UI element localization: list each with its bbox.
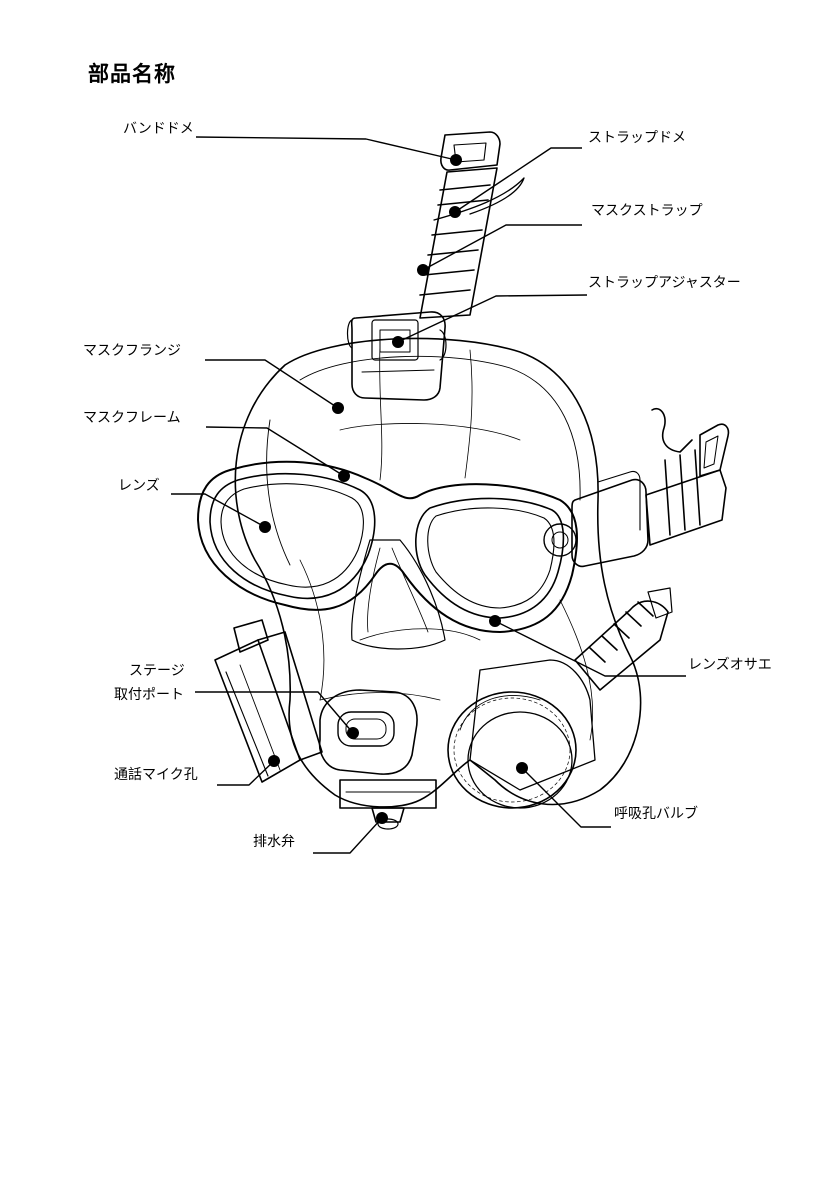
label-lens-retainer: レンズオサエ bbox=[688, 656, 772, 674]
leader-mask-strap bbox=[423, 225, 582, 270]
drain-valve-shape bbox=[340, 780, 436, 829]
mask-body bbox=[235, 338, 640, 807]
label-mask-frame: マスクフレーム bbox=[83, 409, 181, 427]
dot-drain-valve bbox=[376, 812, 388, 824]
nose-pocket bbox=[352, 540, 445, 649]
breathing-valve-shape bbox=[448, 660, 595, 808]
label-drain-valve: 排水弁 bbox=[253, 833, 295, 851]
label-strap-adjuster: ストラップアジャスター bbox=[588, 274, 741, 292]
leader-comm-mic bbox=[217, 761, 274, 785]
dot-lens-retainer bbox=[489, 615, 501, 627]
label-band-stopper: バンドドメ bbox=[123, 120, 194, 138]
label-stage-port-line1: ステージ bbox=[129, 662, 185, 680]
label-breathing-valve: 呼吸孔バルブ bbox=[614, 805, 698, 823]
leader-drain-valve bbox=[313, 818, 382, 853]
leader-strap-stopper bbox=[455, 148, 582, 212]
label-stage-port-line2: 取付ポート bbox=[114, 686, 184, 704]
comm-mic-housing bbox=[215, 620, 322, 782]
dot-stage-port bbox=[347, 727, 359, 739]
leader-strap-adjuster bbox=[398, 295, 587, 342]
dot-lens bbox=[259, 521, 271, 533]
dot-strap-adjuster bbox=[392, 336, 404, 348]
label-comm-mic: 通話マイク孔 bbox=[114, 766, 198, 784]
dot-mask-strap bbox=[417, 264, 429, 276]
side-strap bbox=[572, 409, 728, 567]
leader-band-stopper bbox=[196, 137, 456, 160]
top-strap bbox=[348, 132, 525, 400]
mask-frame-shape bbox=[198, 462, 577, 632]
label-strap-stopper: ストラップドメ bbox=[588, 129, 686, 147]
label-mask-flange: マスクフランジ bbox=[83, 342, 181, 360]
dot-strap-stopper bbox=[449, 206, 461, 218]
dot-comm-mic bbox=[268, 755, 280, 767]
label-lens: レンズ bbox=[118, 477, 160, 495]
dot-band-stopper bbox=[450, 154, 462, 166]
leader-lens bbox=[171, 494, 265, 527]
dot-mask-flange bbox=[332, 402, 344, 414]
dot-breathing-valve bbox=[516, 762, 528, 774]
leader-mask-flange bbox=[205, 360, 338, 408]
stage-port-shape bbox=[320, 690, 417, 774]
label-mask-strap: マスクストラップ bbox=[591, 202, 703, 220]
lower-strap bbox=[575, 588, 672, 690]
leader-mask-frame bbox=[206, 427, 344, 476]
dot-mask-frame bbox=[338, 470, 350, 482]
